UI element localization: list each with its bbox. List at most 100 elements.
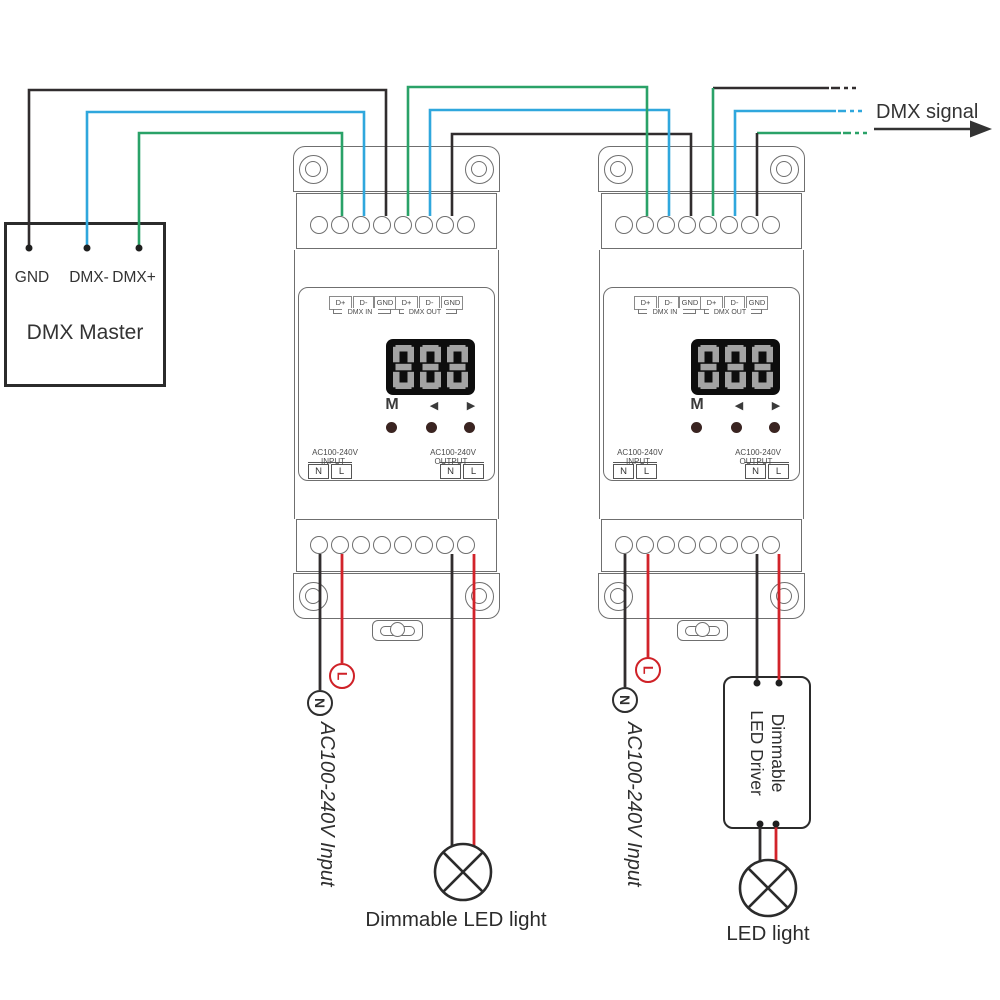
- arrow-right-icon: ▶: [771, 400, 781, 412]
- terminal-circle: [457, 215, 475, 234]
- dmx-out-label: DMX OUT: [404, 308, 446, 317]
- mode-button: [691, 422, 702, 433]
- ac-output-l-terminal-label: L: [463, 464, 484, 479]
- terminal-circle: [310, 215, 328, 234]
- screw-hole-icon: [770, 582, 799, 611]
- ac-input-l-terminal-label: L: [331, 464, 352, 479]
- top-terminal-row: [615, 215, 780, 234]
- dmx-master-title: DMX Master: [26, 321, 144, 344]
- terminal-label-gnd-out: GND: [441, 296, 463, 310]
- terminal-circle: [720, 215, 738, 234]
- ac-input-voltage-label: AC100-240V: [617, 448, 663, 457]
- screw-hole-icon: [604, 155, 633, 184]
- terminal-circle: [720, 535, 738, 554]
- prev-button: [426, 422, 437, 433]
- arrow-right-icon: ▶: [466, 400, 476, 412]
- ac-input-bracket-line: [308, 462, 352, 463]
- din-clip-knob: [390, 622, 405, 637]
- terminal-circle: [352, 215, 370, 234]
- mode-button: [386, 422, 397, 433]
- ac-input-label: INPUT: [321, 457, 345, 466]
- ac-input-n-terminal-label: N: [613, 464, 634, 479]
- dimmable-led-light-label: Dimmable LED light: [365, 908, 547, 931]
- terminal-circle: [331, 535, 349, 554]
- din-clip-knob: [695, 622, 710, 637]
- mode-button-label: M: [385, 396, 399, 413]
- ac-output-n-terminal-label: N: [745, 464, 766, 479]
- ac-input-voltage-label: AC100-240V: [312, 448, 358, 457]
- terminal-circle: [741, 535, 759, 554]
- terminal-circle: [457, 535, 475, 554]
- terminal-circle: [657, 535, 675, 554]
- terminal-circle: [699, 215, 717, 234]
- driver-label: Dimmable LED Driver: [747, 709, 788, 796]
- screw-hole-icon: [604, 582, 633, 611]
- ac-output-voltage-label: AC100-240V: [430, 448, 476, 457]
- terminal-circle: [310, 535, 328, 554]
- screw-hole-icon: [299, 155, 328, 184]
- terminal-label-gnd-out: GND: [746, 296, 768, 310]
- terminal-circle: [741, 215, 759, 234]
- screw-hole-icon: [465, 582, 494, 611]
- live-wire-terminal-1: L: [329, 663, 355, 689]
- terminal-circle: [615, 535, 633, 554]
- screw-hole-icon: [299, 582, 328, 611]
- neutral-wire-terminal-1: N: [307, 690, 333, 716]
- led-light-label: LED light: [726, 922, 810, 945]
- din-rail-clip: [677, 620, 728, 641]
- neutral-wire-terminal-2: N: [612, 687, 638, 713]
- seven-segment-display: [691, 339, 780, 395]
- din-rail-clip: [372, 620, 423, 641]
- dmx-master-box: [4, 222, 166, 387]
- terminal-circle: [373, 215, 391, 234]
- bottom-terminal-row: [310, 535, 475, 554]
- ac-input-l-terminal-label: L: [636, 464, 657, 479]
- terminal-circle: [615, 215, 633, 234]
- terminal-circle: [415, 215, 433, 234]
- dmx-signal-label: DMX signal: [876, 101, 979, 123]
- terminal-circle: [352, 535, 370, 554]
- terminal-label-dplus-in: D+: [634, 296, 657, 310]
- ac-output-n-terminal-label: N: [440, 464, 461, 479]
- arrow-left-icon: ◀: [734, 400, 744, 412]
- screw-hole-icon: [465, 155, 494, 184]
- master-terminal-gnd-label: GND: [14, 269, 50, 286]
- master-terminal-dmx-minus-label: DMX-: [69, 269, 109, 286]
- terminal-circle: [678, 535, 696, 554]
- dimmable-led-light-icon: [433, 842, 493, 902]
- ac-output-label: OUTPUT: [434, 457, 468, 466]
- terminal-circle: [636, 535, 654, 554]
- ac-input-label: INPUT: [626, 457, 650, 466]
- terminal-circle: [394, 535, 412, 554]
- ac-input-note-2: AC100-240V Input: [623, 722, 645, 887]
- ac-input-bracket-line: [613, 462, 657, 463]
- terminal-circle: [678, 215, 696, 234]
- led-light-icon: [738, 858, 798, 918]
- next-button: [464, 422, 475, 433]
- terminal-label-dplus-in: D+: [329, 296, 352, 310]
- ac-output-voltage-label: AC100-240V: [735, 448, 781, 457]
- terminal-circle: [657, 215, 675, 234]
- mode-button-label: M: [690, 396, 704, 413]
- bottom-terminal-row: [615, 535, 780, 554]
- arrow-left-icon: ◀: [429, 400, 439, 412]
- ac-output-bracket-line: [440, 462, 484, 463]
- terminal-circle: [636, 215, 654, 234]
- dmx-in-label: DMX IN: [342, 308, 378, 317]
- terminal-circle: [394, 215, 412, 234]
- terminal-circle: [762, 215, 780, 234]
- ac-output-bracket-line: [745, 462, 789, 463]
- screw-hole-icon: [770, 155, 799, 184]
- prev-button: [731, 422, 742, 433]
- next-button: [769, 422, 780, 433]
- dmx-dimmer-module-1: D+ D- GND D+ D- GND DMX IN DMX OUT M ◀ ▶…: [293, 146, 501, 646]
- ac-input-note-1: AC100-240V Input: [316, 722, 338, 887]
- dmx-dimmer-module-2: D+ D- GND D+ D- GND DMX IN DMX OUT M ◀ ▶…: [598, 146, 806, 646]
- ac-input-n-terminal-label: N: [308, 464, 329, 479]
- terminal-label-dplus-out: D+: [395, 296, 418, 310]
- ac-output-l-terminal-label: L: [768, 464, 789, 479]
- top-terminal-row: [310, 215, 475, 234]
- dmx-out-label: DMX OUT: [709, 308, 751, 317]
- master-terminal-dmx-plus-label: DMX+: [112, 269, 156, 286]
